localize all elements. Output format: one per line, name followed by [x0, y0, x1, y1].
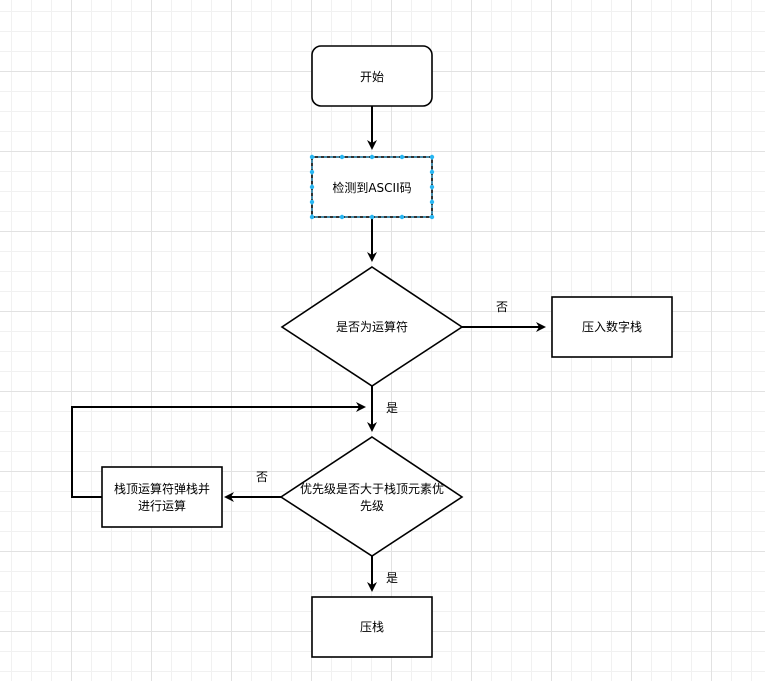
- selection-handles[interactable]: [309, 154, 435, 220]
- node-priority-label-line1: 优先级是否大于栈顶元素优: [300, 481, 444, 496]
- edge-label-yes-1: 是: [386, 401, 398, 415]
- node-pop-compute[interactable]: 栈顶运算符弹栈并 进行运算: [101, 466, 223, 528]
- node-start-label: 开始: [360, 70, 384, 84]
- node-start[interactable]: 开始: [311, 45, 433, 107]
- edge-label-no-2: 否: [256, 470, 268, 484]
- node-is-operator-label: 是否为运算符: [336, 319, 408, 334]
- node-detect-label: 检测到ASCII码: [332, 180, 411, 195]
- node-push-number[interactable]: 压入数字栈: [551, 296, 673, 358]
- node-push-stack[interactable]: 压栈: [311, 596, 433, 658]
- node-push-stack-label: 压栈: [360, 619, 384, 634]
- node-priority-label-line2: 先级: [360, 499, 384, 513]
- node-detect[interactable]: 检测到ASCII码: [309, 154, 435, 220]
- node-pop-compute-label-line2: 进行运算: [138, 498, 186, 513]
- edge-label-no-1: 否: [496, 300, 508, 314]
- node-priority[interactable]: 优先级是否大于栈顶元素优 先级: [279, 436, 464, 557]
- edge-label-yes-2: 是: [386, 571, 398, 585]
- node-push-number-label: 压入数字栈: [582, 319, 642, 334]
- node-is-operator[interactable]: 是否为运算符: [280, 266, 464, 387]
- edge-pop-loop-back[interactable]: [71, 402, 366, 498]
- node-pop-compute-label-line1: 栈顶运算符弹栈并: [114, 481, 210, 496]
